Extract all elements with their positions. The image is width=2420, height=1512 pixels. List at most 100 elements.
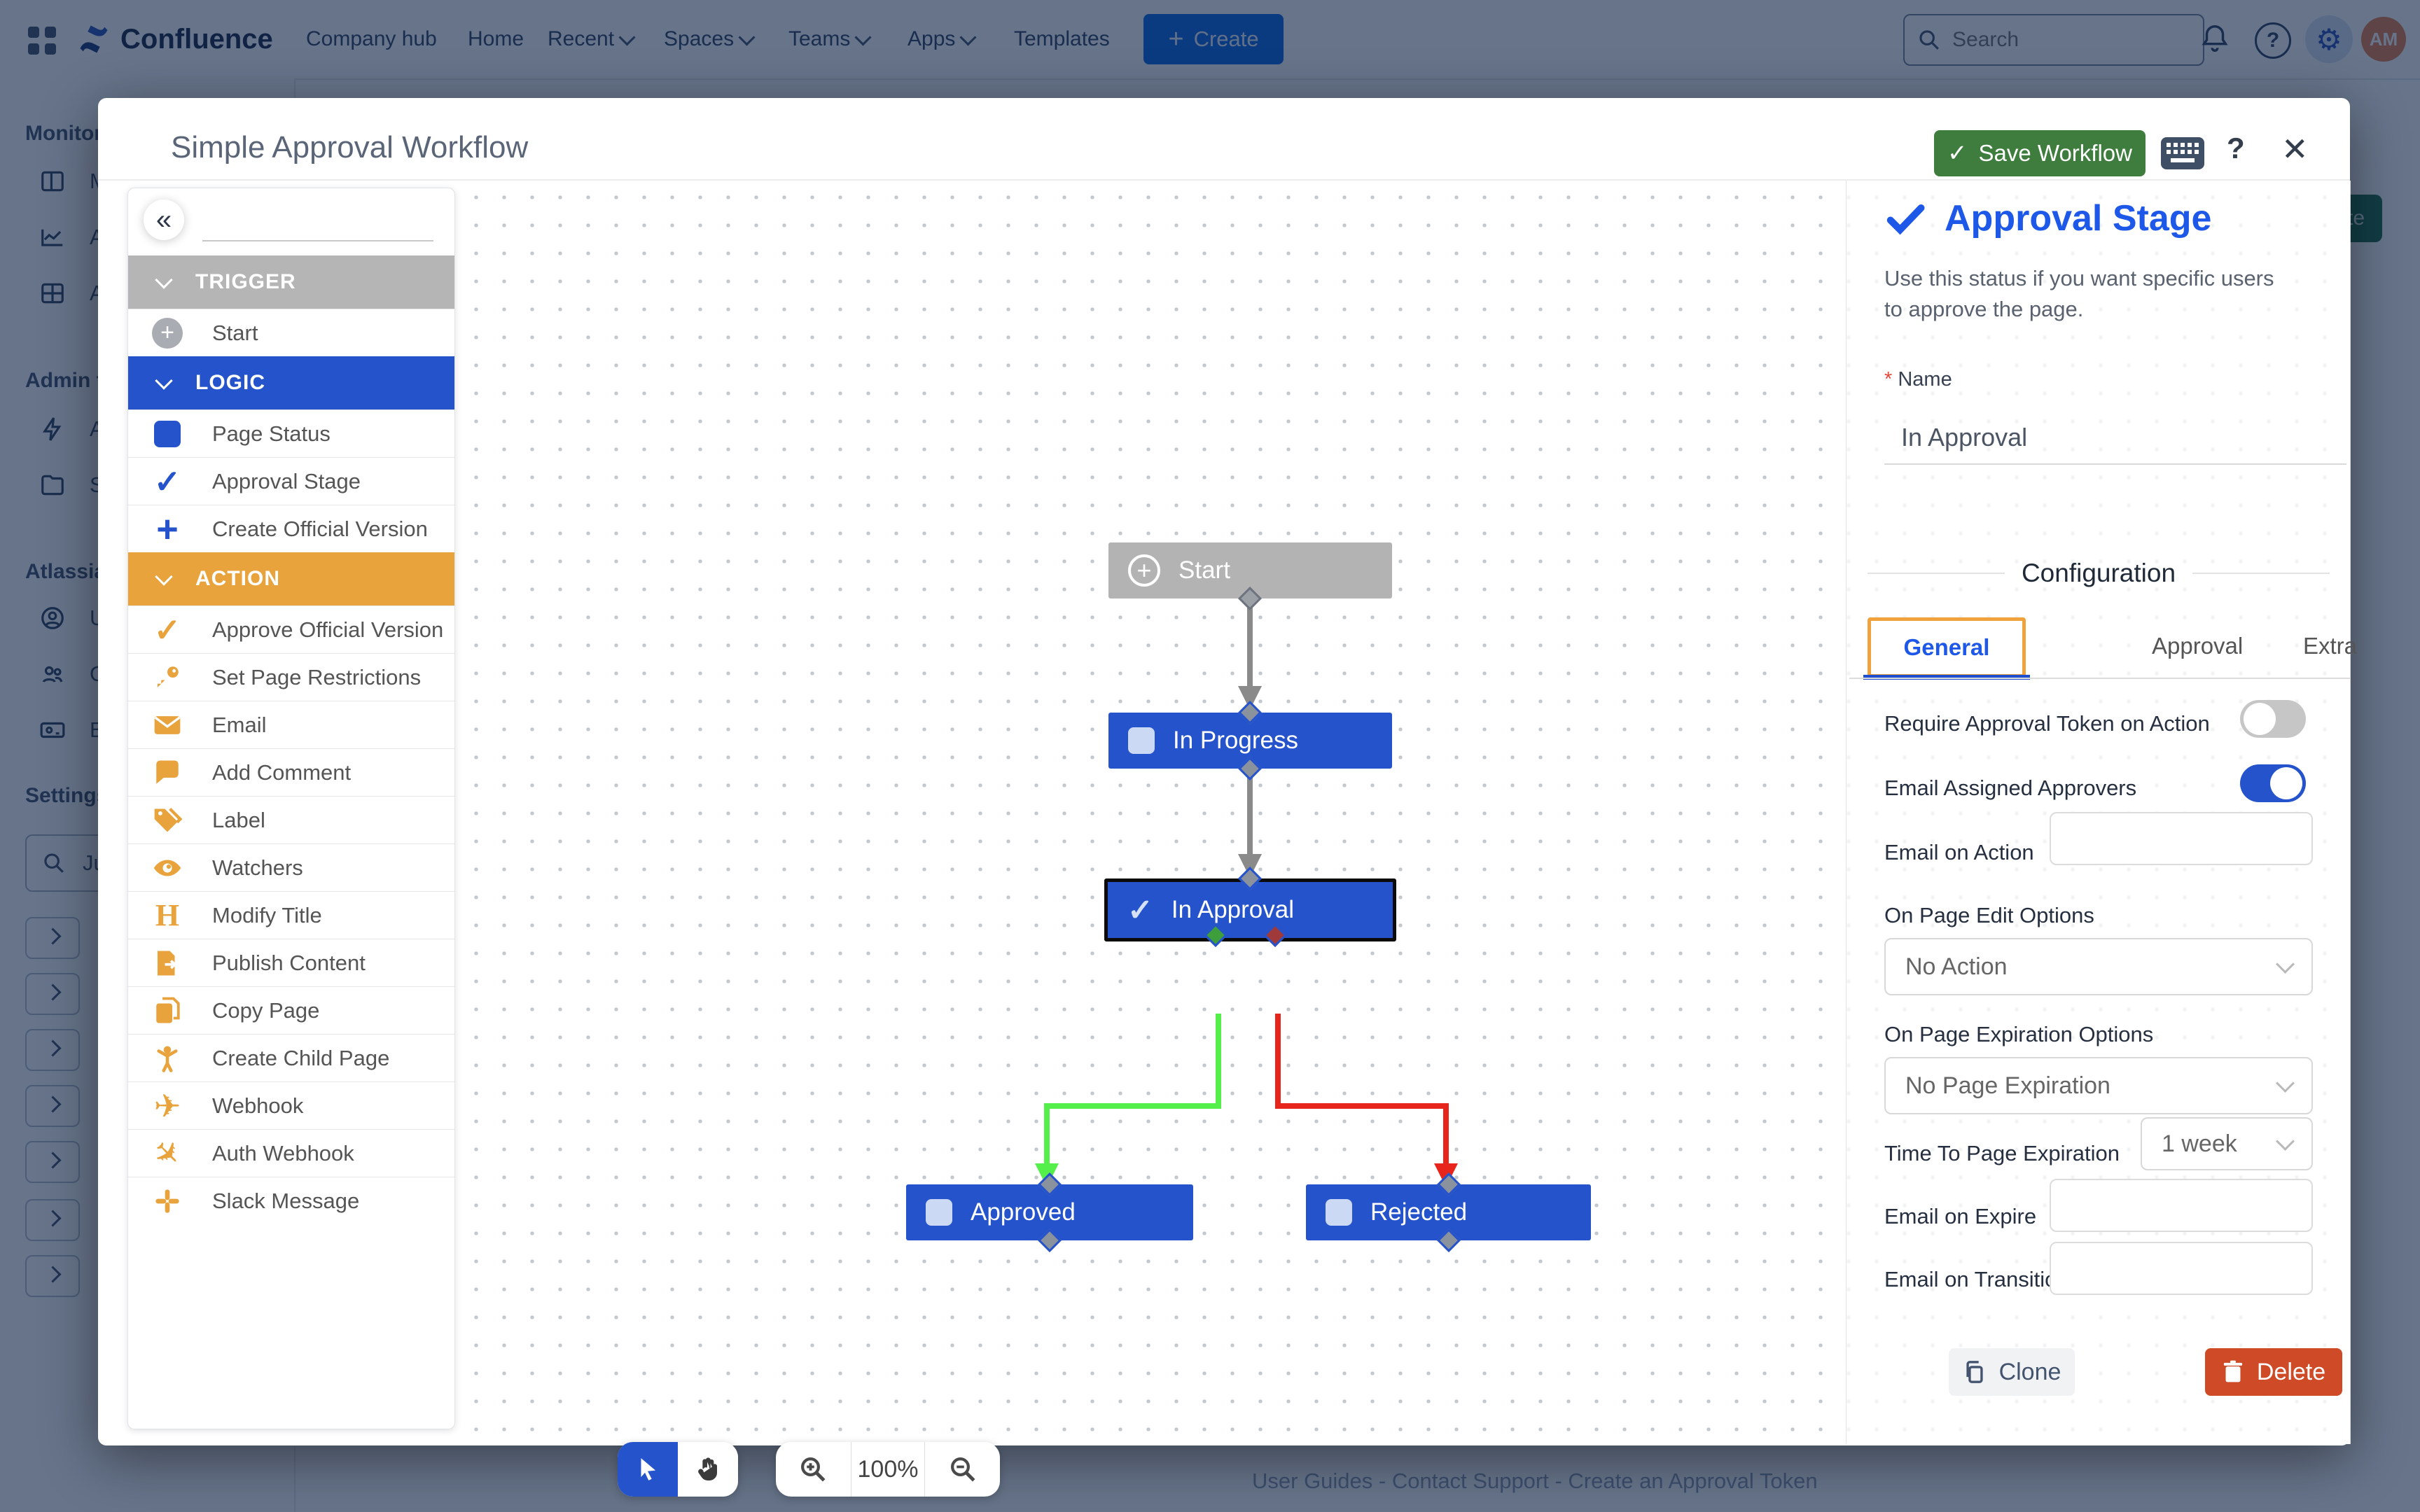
palette-item-page-status[interactable]: Page Status <box>128 410 454 457</box>
inspector-title: Approval Stage <box>1945 198 2212 239</box>
slack-icon <box>151 1187 184 1215</box>
palette-filter-underline[interactable] <box>202 240 433 241</box>
tab-extra[interactable]: Extra <box>2303 633 2358 659</box>
palette-item-add-comment[interactable]: Add Comment <box>128 748 454 796</box>
palette-header: « <box>128 188 454 255</box>
pan-tool-button[interactable] <box>678 1442 738 1497</box>
circle-plus-icon: + <box>151 317 184 349</box>
toggle-label-token: Require Approval Token on Action <box>1884 711 2210 736</box>
delete-button[interactable]: Delete <box>2205 1348 2342 1396</box>
palette-item-auth-webhook[interactable]: ✈ Auth Webhook <box>128 1129 454 1177</box>
palette-item-watchers[interactable]: Watchers <box>128 844 454 891</box>
pointer-tool-button[interactable] <box>618 1442 678 1497</box>
tag-icon <box>151 805 184 836</box>
node-in-progress[interactable]: In Progress <box>1108 713 1392 769</box>
eye-icon <box>151 852 184 884</box>
on-page-expiration-label: On Page Expiration Options <box>1884 1022 2154 1046</box>
palette-item-publish-content[interactable]: Publish Content <box>128 939 454 986</box>
status-square-icon <box>1326 1199 1352 1226</box>
toggle-label-email-approvers: Email Assigned Approvers <box>1884 776 2137 800</box>
collapse-panel-button[interactable]: « <box>144 200 184 240</box>
chevron-down-icon <box>2276 1131 2295 1151</box>
help-icon[interactable]: ? <box>2227 132 2245 164</box>
palette-group-logic[interactable]: LOGIC <box>128 356 454 410</box>
name-field-label: * Name <box>1884 368 1952 391</box>
tab-approval[interactable]: Approval <box>2152 633 2244 659</box>
palette-item-slack-message[interactable]: Slack Message <box>128 1177 454 1224</box>
toggle-require-approval-token[interactable] <box>2240 700 2306 738</box>
cursor-icon <box>641 1458 656 1480</box>
connector-inprogress-inapproval <box>1247 769 1253 874</box>
close-icon[interactable]: ✕ <box>2281 131 2309 167</box>
copy-icon <box>151 996 184 1026</box>
palette-item-create-child-page[interactable]: Create Child Page <box>128 1034 454 1082</box>
chevron-down-icon <box>155 271 173 289</box>
status-square-icon <box>926 1199 952 1226</box>
key-icon <box>151 663 184 692</box>
email-on-transition-input[interactable] <box>2050 1242 2313 1295</box>
header-divider <box>98 179 2350 181</box>
hand-icon <box>698 1457 717 1481</box>
connector-approved-v2 <box>1044 1103 1050 1173</box>
connector-approved-h <box>1044 1103 1221 1109</box>
collapse-icon: « <box>155 204 172 235</box>
palette-group-trigger[interactable]: TRIGGER <box>128 255 454 309</box>
chevron-down-icon <box>2276 1073 2295 1093</box>
connector-approved-v1 <box>1216 1014 1221 1109</box>
tab-general-active[interactable]: General <box>1868 617 2026 678</box>
palette-item-copy-page[interactable]: Copy Page <box>128 986 454 1034</box>
comment-bubble-icon <box>151 758 184 788</box>
required-asterisk: * <box>1884 368 1893 391</box>
time-to-expiration-select[interactable]: 1 week <box>2141 1117 2313 1170</box>
trash-icon <box>2223 1360 2242 1382</box>
check-icon: ✓ <box>1127 892 1153 927</box>
on-page-edit-label: On Page Edit Options <box>1884 903 2094 927</box>
email-on-transition-label: Email on Transition <box>1884 1267 2069 1292</box>
keyboard-shortcuts-icon[interactable] <box>2161 137 2204 169</box>
zoom-level: 100% <box>857 1455 919 1483</box>
palette-item-modify-title[interactable]: H Modify Title <box>128 891 454 939</box>
node-palette: « TRIGGER + Start LOGIC Page Status ✓ Ap… <box>127 188 455 1429</box>
plus-icon: + <box>156 507 179 550</box>
save-workflow-button[interactable]: ✓ Save Workflow <box>1934 130 2146 176</box>
connector-rejected-h <box>1275 1103 1449 1109</box>
palette-item-webhook[interactable]: ✈ Webhook <box>128 1082 454 1129</box>
clone-button[interactable]: Clone <box>1949 1348 2075 1396</box>
configuration-heading: Configuration <box>1868 559 2330 588</box>
palette-item-start[interactable]: + Start <box>128 309 454 356</box>
chevron-down-icon <box>155 568 173 586</box>
palette-group-action[interactable]: ACTION <box>128 552 454 606</box>
email-on-action-label: Email on Action <box>1884 840 2034 864</box>
square-icon <box>151 420 184 447</box>
palette-item-set-page-restrictions[interactable]: Set Page Restrictions <box>128 653 454 701</box>
palette-item-approve-official-version[interactable]: ✓ Approve Official Version <box>128 606 454 653</box>
on-page-expiration-select[interactable]: No Page Expiration <box>1884 1057 2313 1114</box>
publish-icon <box>151 948 184 978</box>
zoom-toolbar: 100% <box>776 1442 1000 1497</box>
palette-item-approval-stage[interactable]: ✓ Approval Stage <box>128 457 454 505</box>
zoom-out-icon <box>950 1457 975 1482</box>
palette-item-email[interactable]: Email <box>128 701 454 748</box>
palette-item-label[interactable]: Label <box>128 796 454 844</box>
check-icon: ✓ <box>153 611 181 648</box>
zoom-in-button[interactable] <box>776 1442 851 1497</box>
palette-item-create-official-version[interactable]: + Create Official Version <box>128 505 454 552</box>
toggle-email-assigned-approvers[interactable] <box>2240 764 2306 802</box>
inspector-header: Approval Stage <box>1884 197 2211 239</box>
copy-icon <box>1966 1361 1983 1383</box>
status-square-icon <box>1128 727 1155 754</box>
zoom-out-button[interactable] <box>924 1442 1000 1497</box>
envelope-icon <box>151 710 184 741</box>
name-input[interactable] <box>1884 412 2346 465</box>
on-page-edit-select[interactable]: No Action <box>1884 938 2313 995</box>
email-on-action-input[interactable] <box>2050 812 2313 865</box>
pointer-hand-toolbar <box>618 1442 738 1497</box>
check-icon: ✓ <box>153 463 181 500</box>
email-on-expire-label: Email on Expire <box>1884 1204 2037 1228</box>
child-icon <box>151 1044 184 1073</box>
jet-icon: ✈ <box>144 1130 190 1176</box>
email-on-expire-input[interactable] <box>2050 1179 2313 1232</box>
check-icon: ✓ <box>1947 140 1968 167</box>
heading-icon: H <box>155 898 180 932</box>
connector-start-inprogress <box>1247 598 1253 704</box>
